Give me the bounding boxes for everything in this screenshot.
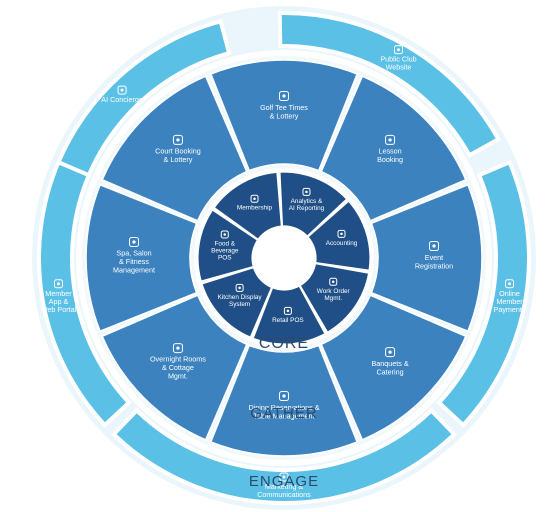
gather-item-label: & Lottery xyxy=(164,155,193,164)
engage-item-label: Web Portal xyxy=(41,305,77,314)
engage-segment[interactable]: Marketing &Communications xyxy=(110,407,458,505)
core-segment[interactable]: Accounting xyxy=(307,200,371,271)
core-item-label: AI Reporting xyxy=(289,205,325,212)
ticket-icon xyxy=(429,241,439,251)
gather-item-label: Dining Reservations & xyxy=(248,403,319,412)
gather-item-label: Registration xyxy=(415,261,453,270)
core-item-label: Membership xyxy=(237,205,273,212)
calendar-icon xyxy=(385,134,396,145)
gather-item-label: Overnight Rooms xyxy=(150,355,206,364)
racket-icon xyxy=(172,134,183,145)
calculator-icon xyxy=(337,229,346,238)
center-disc xyxy=(254,228,314,288)
monitor-icon xyxy=(235,283,244,292)
core-item-label: Food & xyxy=(214,240,235,247)
wrench-icon xyxy=(329,277,338,286)
engage-item-label: App & xyxy=(49,297,69,306)
gather-segment[interactable]: Court Booking& Lottery xyxy=(101,75,248,222)
gather-item-label: Catering xyxy=(376,367,403,376)
core-item-label: Analytics & xyxy=(291,198,323,205)
core-item-label: Accounting xyxy=(326,240,358,247)
core-item-label: Work Order xyxy=(317,288,351,295)
engage-item-label: Public Club xyxy=(380,55,416,64)
chart-icon xyxy=(302,187,311,196)
core-item-label: Kitchen Display xyxy=(218,294,263,301)
dining-icon xyxy=(279,391,289,401)
tag-icon xyxy=(283,306,292,315)
cloche-icon xyxy=(385,347,396,358)
gather-item-label: Management xyxy=(113,266,155,275)
gather-item-label: Table Management xyxy=(253,411,314,420)
gather-item-label: Lesson xyxy=(378,147,401,156)
core-segment[interactable]: Retail POS xyxy=(252,285,326,345)
engage-item-label: Member xyxy=(496,297,523,306)
cup-icon xyxy=(220,230,229,239)
phone-icon xyxy=(53,279,63,289)
golf-icon xyxy=(279,91,289,101)
gather-item-label: & Fitness xyxy=(119,257,149,266)
members-icon xyxy=(250,194,259,203)
dollar-icon xyxy=(505,279,515,289)
engage-item-label: Communications xyxy=(257,490,311,499)
engage-segment[interactable]: AI Concierge xyxy=(44,18,232,206)
core-item-label: Mgmt. xyxy=(324,295,342,302)
gather-segment[interactable]: Banquets &Catering xyxy=(320,294,467,441)
megaphone-icon xyxy=(279,472,289,482)
gather-item-label: & Cottage xyxy=(162,363,194,372)
gather-item-label: Event xyxy=(425,253,443,262)
gather-item-label: Golf Tee Times xyxy=(260,103,308,112)
bed-icon xyxy=(172,343,183,354)
gather-item-label: Booking xyxy=(377,155,403,164)
gather-segment[interactable]: Dining Reservations &Table Management xyxy=(209,344,359,457)
core-item-label: Beverage xyxy=(211,247,239,254)
engage-title: ENGAGE xyxy=(249,473,319,490)
gather-title: GATHER xyxy=(250,405,317,422)
gather-item-label: & Lottery xyxy=(270,111,299,120)
engage-item-label: Payments xyxy=(494,305,526,314)
gather-ring: Golf Tee Times& LotteryLessonBookingEven… xyxy=(85,59,483,457)
gather-item-label: Court Booking xyxy=(155,147,201,156)
core-item-label: System xyxy=(229,301,250,308)
engage-item-label: Website xyxy=(386,63,412,72)
gather-item-label: Mgmt. xyxy=(168,372,188,381)
gather-item-label: Banquets & xyxy=(371,359,408,368)
spa-icon xyxy=(129,237,139,247)
robot-icon xyxy=(117,85,127,95)
engage-item-label: Member xyxy=(45,289,72,298)
core-segment[interactable]: Membership xyxy=(213,171,283,241)
globe-icon xyxy=(394,45,403,55)
engage-item-label: AI Concierge xyxy=(101,95,143,104)
core-item-label: POS xyxy=(218,254,232,261)
engage-item-label: Marketing & xyxy=(265,482,304,491)
gather-segment[interactable]: Golf Tee Times& Lottery xyxy=(209,59,359,172)
core-segment[interactable]: Analytics &AI Reporting xyxy=(279,171,348,237)
core-item-label: Retail POS xyxy=(272,317,304,324)
engage-item-label: Online xyxy=(499,289,520,298)
gather-item-label: Spa, Salon xyxy=(116,249,151,258)
core-title: CORE xyxy=(259,335,309,352)
